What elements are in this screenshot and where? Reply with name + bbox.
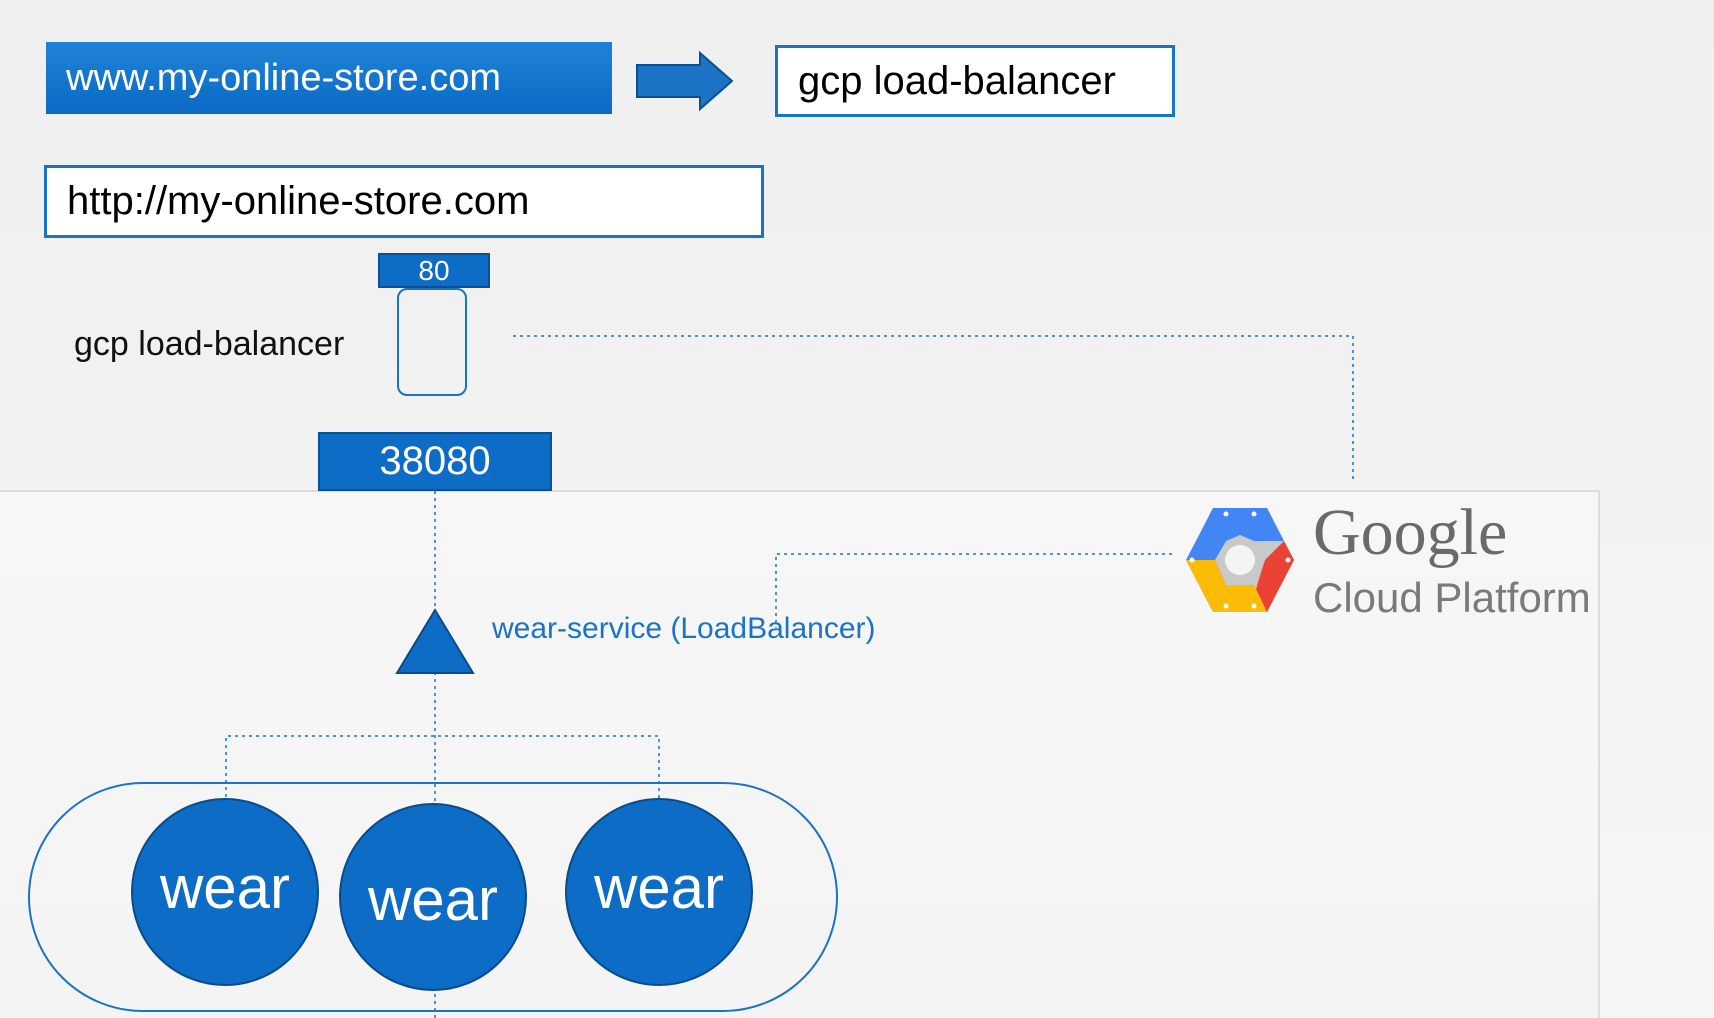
gcp-logo-google-text: Google [1313,496,1508,569]
load-balancer-label: gcp load-balancer [74,325,345,363]
url-box: http://my-online-store.com [44,165,764,238]
gcp-logo-platform-text: Cloud Platform [1313,574,1591,621]
nodeport-label: 38080 [318,432,552,491]
port-80-label: 80 [378,253,490,288]
pod-wear-1: wear [131,798,319,986]
arrow-right-icon [636,50,734,112]
service-label: wear-service (LoadBalancer) [492,612,876,645]
domain-name-box: www.my-online-store.com [46,42,612,114]
load-balancer-node [397,288,467,396]
pod-wear-2: wear [339,803,527,991]
pod-group [28,782,838,1012]
pod-wear-3: wear [565,798,753,986]
load-balancer-box: gcp load-balancer [775,45,1175,117]
